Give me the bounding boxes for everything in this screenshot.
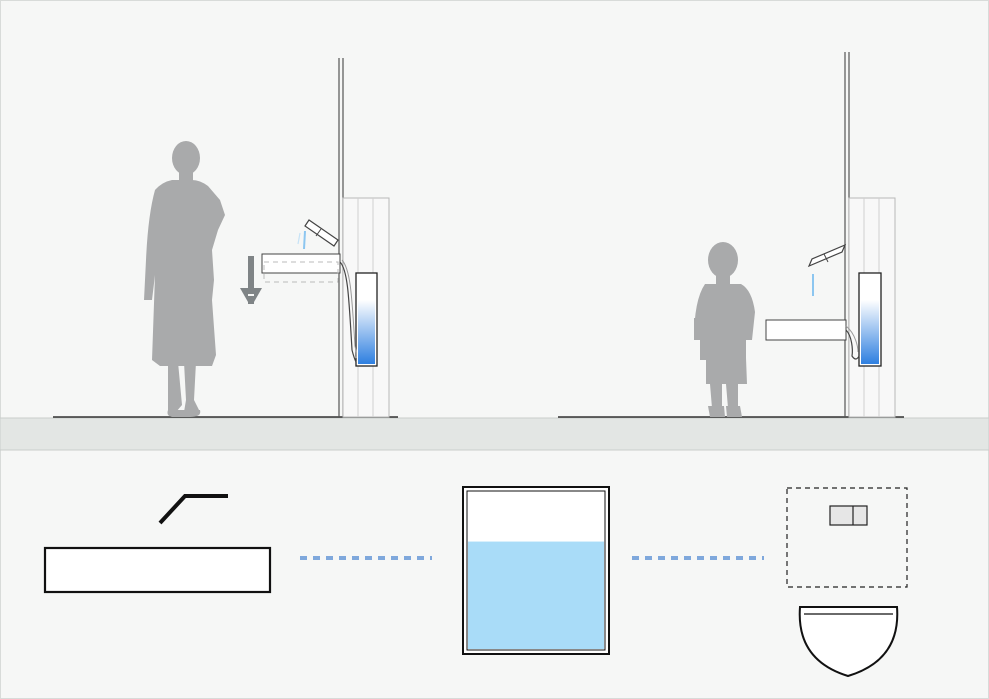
water-stream xyxy=(297,232,301,245)
down-arrow-icon xyxy=(240,256,262,304)
elevation-child xyxy=(558,52,904,418)
floor-band xyxy=(0,417,989,451)
drain-hose xyxy=(845,329,860,360)
tank-inner xyxy=(466,490,606,651)
faucet-symbol xyxy=(158,494,228,525)
basin-symbol xyxy=(43,546,272,594)
water-tank-icon xyxy=(462,486,610,655)
tank-water xyxy=(468,541,604,649)
faucet xyxy=(807,243,847,268)
elevation-tank-water xyxy=(358,299,375,364)
basin-lower-position xyxy=(263,261,339,283)
drain-hose-outline xyxy=(845,325,859,353)
faucet-detail xyxy=(823,253,829,263)
elevation-tank-water xyxy=(861,299,879,364)
toilet-cistern-outline xyxy=(786,487,908,588)
drain-hose xyxy=(339,261,357,363)
wash-basin-icon xyxy=(43,494,272,594)
faucet xyxy=(304,219,339,247)
child-silhouette-icon xyxy=(694,242,755,417)
faucet-detail xyxy=(315,228,322,237)
adult-silhouette-icon xyxy=(144,141,225,417)
water-stream xyxy=(303,230,306,250)
elevation-adult xyxy=(53,58,398,418)
toilet-icon xyxy=(786,487,908,678)
flush-button-icon xyxy=(829,505,868,526)
drain-hose-outline xyxy=(341,259,357,359)
basin xyxy=(765,319,847,341)
toilet-bowl xyxy=(798,606,899,678)
basin xyxy=(261,253,341,274)
